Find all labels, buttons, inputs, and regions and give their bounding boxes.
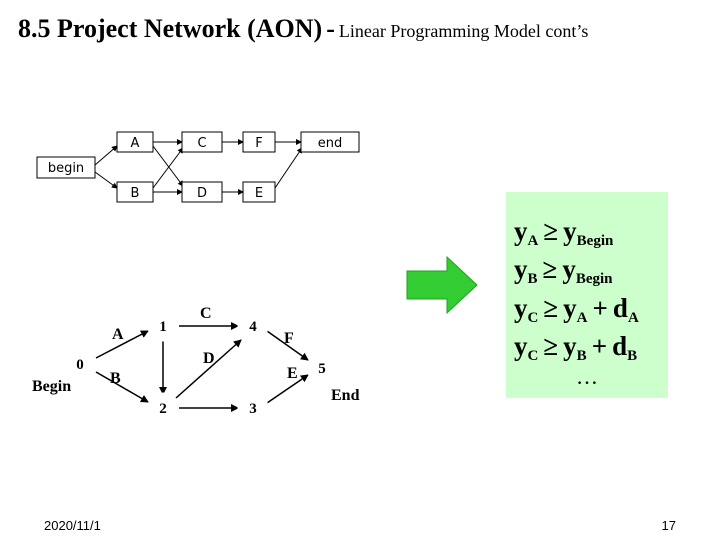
constraint-2-rhs: y [562, 254, 576, 284]
label-c: C [200, 305, 212, 322]
edge-b-c [152, 147, 184, 189]
node-c-label: C [197, 136, 206, 151]
constraint-4-lhs-sub: C [527, 348, 539, 364]
title-subtitle: Linear Programming Model cont’s [338, 21, 589, 41]
edge-0-1 [95, 330, 149, 359]
constraint-2-rhs-sub: Begin [575, 271, 613, 287]
label-begin: Begin [32, 378, 71, 395]
edge-3-5 [266, 374, 309, 404]
constraint-3-lhs: y [514, 293, 528, 323]
node-b: B [116, 181, 154, 203]
constraint-row-3: yC≥yA+dA [514, 295, 639, 326]
node-end-label: end [318, 136, 343, 151]
node-b-label: B [131, 186, 140, 201]
constraint-3-lhs-sub: C [527, 310, 539, 326]
edge-0-2 [95, 371, 149, 403]
constraint-3-rhs-sub: A [576, 310, 588, 326]
constraint-1-lhs-sub: A [527, 233, 539, 249]
node-d: D [181, 181, 223, 203]
event-node-2: 2 [147, 392, 179, 424]
bottom-network-labels: Begin A B C D E F End [32, 305, 360, 404]
edge-2-4 [175, 339, 242, 399]
bottom-network-nodes: 0 1 2 3 4 5 [64, 310, 338, 424]
constraint-4-lhs: y [514, 331, 528, 361]
edge-e-end [274, 147, 303, 189]
node-f-label: F [255, 136, 262, 151]
constraints-box: yA≥yBegin yB≥yBegin yC≥yA+dA yC≥yB+dB … [506, 192, 668, 398]
constraint-2-op: ≥ [542, 254, 558, 284]
edge-a-d [152, 145, 184, 187]
event-node-0: 0 [64, 348, 96, 380]
constraints-ellipsis: … [576, 364, 598, 389]
event-node-4-label: 4 [249, 319, 257, 335]
event-node-1-label: 1 [159, 319, 167, 335]
right-arrow-icon [406, 255, 478, 315]
node-a-label: A [131, 136, 140, 151]
event-node-1: 1 [147, 310, 179, 342]
label-e: E [287, 365, 298, 382]
node-d-label: D [197, 186, 207, 201]
event-node-5-label: 5 [318, 361, 326, 377]
footer-page-number: 17 [661, 518, 676, 533]
constraint-1-op: ≥ [543, 216, 559, 246]
edge-4-5 [266, 330, 309, 361]
node-c: C [181, 131, 223, 153]
label-end: End [331, 387, 360, 404]
footer-date: 2020/11/1 [44, 518, 101, 533]
constraint-4-duration: d [612, 331, 628, 361]
node-e: E [242, 181, 276, 203]
node-f: F [242, 131, 276, 153]
label-a: A [112, 326, 124, 343]
top-network [94, 139, 303, 195]
constraint-4-rhs: y [563, 331, 577, 361]
constraint-row-4: yC≥yB+dB [514, 333, 637, 364]
constraint-row-2: yB≥yBegin [514, 256, 613, 287]
constraint-1-lhs: y [514, 216, 528, 246]
event-node-5: 5 [306, 352, 338, 384]
label-b: B [110, 370, 121, 387]
constraint-3-plus: + [592, 293, 608, 323]
constraint-row-1: yA≥yBegin [514, 218, 613, 249]
node-end: end [300, 131, 360, 153]
constraint-1-rhs: y [563, 216, 577, 246]
constraint-4-duration-sub: B [627, 348, 638, 364]
title-main: 8.5 Project Network (AON) [18, 14, 323, 43]
constraint-2-lhs-sub: B [527, 271, 538, 287]
constraint-3-op: ≥ [543, 293, 559, 323]
constraint-4-op: ≥ [543, 331, 559, 361]
node-a: A [116, 131, 154, 153]
node-e-label: E [255, 186, 263, 201]
bottom-network-edges [95, 322, 309, 412]
event-node-0-label: 0 [76, 357, 84, 373]
edge-begin-b [94, 171, 118, 189]
label-f: F [284, 330, 294, 347]
constraint-4-plus: + [591, 331, 608, 361]
constraint-2-lhs: y [514, 254, 528, 284]
label-d: D [203, 350, 215, 367]
top-network-nodes: begin A B C D F E end [36, 131, 360, 203]
constraint-4-rhs-sub: B [576, 348, 587, 364]
node-begin-label: begin [48, 161, 84, 176]
constraint-3-duration-sub: A [627, 310, 639, 326]
node-begin: begin [36, 156, 96, 179]
constraint-3-duration: d [612, 293, 628, 323]
slide-title: 8.5 Project Network (AON) - Linear Progr… [18, 14, 588, 44]
event-node-3: 3 [237, 392, 269, 424]
edge-begin-a [94, 145, 118, 166]
event-node-2-label: 2 [159, 401, 167, 417]
constraint-1-rhs-sub: Begin [576, 233, 614, 249]
event-node-3-label: 3 [249, 401, 257, 417]
event-node-4: 4 [237, 310, 269, 342]
title-separator: - [326, 14, 335, 43]
constraint-3-rhs: y [563, 293, 577, 323]
